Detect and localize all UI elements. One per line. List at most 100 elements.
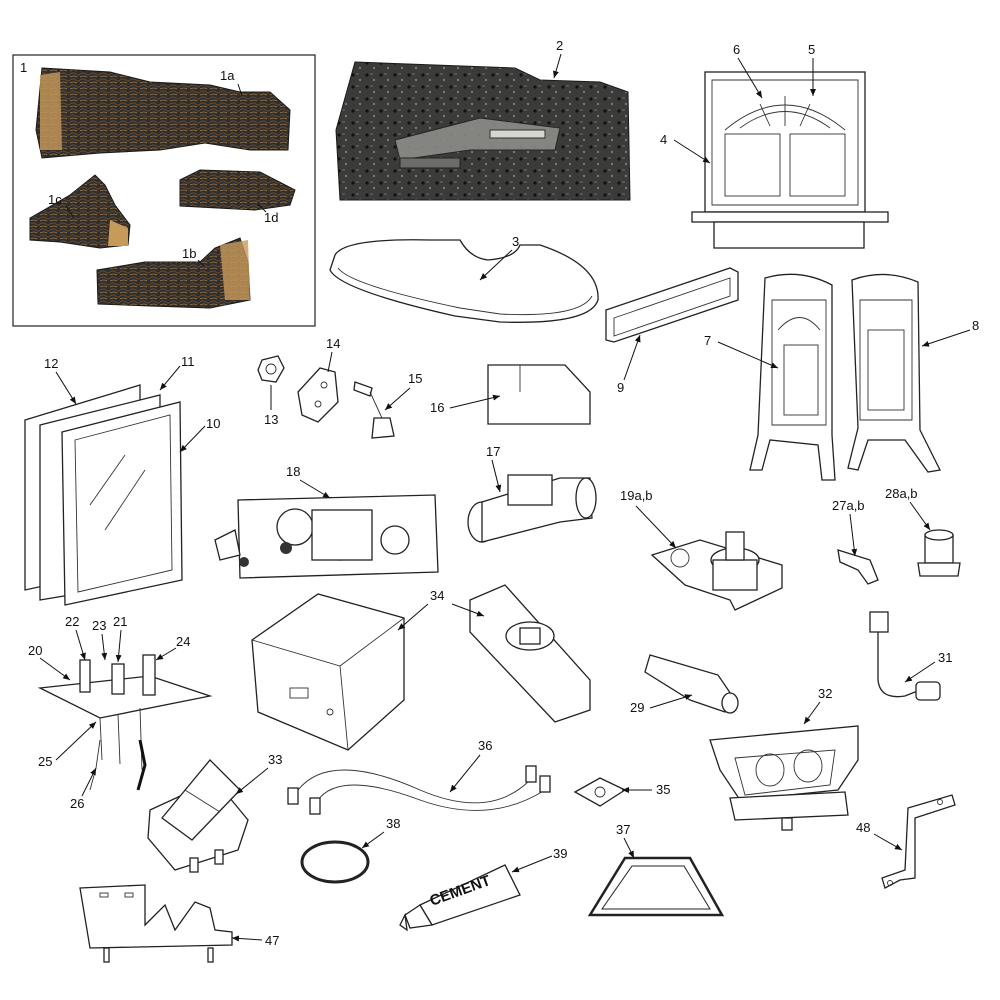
log-1a [35, 67, 291, 159]
leader-31 [904, 661, 936, 683]
leader-17 [491, 459, 502, 493]
pilot-assembly-19 [650, 531, 783, 611]
panel-9-inner [613, 277, 731, 337]
leader-22 [75, 629, 86, 661]
gas-fitting-31 [869, 611, 941, 701]
label-33: 33 [268, 752, 282, 767]
gasket-ring-38 [300, 840, 370, 884]
leader-11 [159, 365, 181, 391]
label-26: 26 [70, 796, 84, 811]
leader-24 [155, 647, 177, 661]
label-14: 14 [326, 336, 340, 351]
gasket-frame-37 [587, 856, 725, 917]
leader-48 [873, 833, 903, 851]
label-4: 4 [660, 132, 667, 147]
leader-10 [179, 425, 206, 453]
label-27: 27a,b [832, 498, 865, 513]
panel-9 [605, 267, 739, 343]
label-23: 23 [92, 618, 106, 633]
leader-1a [237, 83, 243, 97]
leader-28 [909, 501, 931, 531]
label-10: 10 [206, 416, 220, 431]
leader-32 [803, 701, 821, 725]
burner-base-32 [709, 725, 859, 831]
bracket-14-hole-a [320, 381, 328, 389]
label-47: 47 [265, 933, 279, 948]
label-48: 48 [856, 820, 870, 835]
label-21: 21 [113, 614, 127, 629]
igniter-15 [353, 381, 395, 439]
leader-39 [511, 855, 553, 873]
leader-19 [635, 505, 677, 549]
z-bracket-48 [881, 794, 956, 889]
leader-25 [55, 721, 97, 761]
flange-35 [573, 777, 627, 807]
label-28: 28a,b [885, 486, 918, 501]
hearth-plate [329, 239, 599, 323]
label-25: 25 [38, 754, 52, 769]
leader-23 [101, 633, 108, 661]
leader-18 [299, 479, 331, 499]
leader-21 [115, 629, 122, 663]
leader-16 [449, 394, 501, 409]
gas-valve-18 [214, 494, 439, 579]
log-1c-end [108, 220, 128, 246]
label-20: 20 [28, 643, 42, 658]
label-1d: 1d [264, 210, 278, 225]
leader-34a [397, 603, 429, 631]
side-panel-left [749, 273, 836, 481]
label-8: 8 [972, 318, 979, 333]
receiver-box-34 [251, 593, 405, 751]
sensor-29 [644, 654, 739, 714]
label-7: 7 [704, 333, 711, 348]
label-32: 32 [818, 686, 832, 701]
leader-29 [649, 694, 693, 709]
hearth-plate-edge [337, 267, 593, 316]
label-1: 1 [20, 60, 27, 75]
glass-door-assembly [24, 384, 183, 606]
leader-20 [39, 657, 71, 681]
gasket-frame-37-inner [601, 865, 711, 910]
side-panel-right [847, 273, 941, 473]
leader-47 [231, 935, 263, 942]
leader-14 [327, 351, 333, 373]
orifice-28 [917, 529, 961, 577]
nut-13 [257, 355, 285, 383]
log-1c [29, 174, 131, 249]
label-19: 19a,b [620, 488, 653, 503]
label-31: 31 [938, 650, 952, 665]
leader-4 [673, 139, 711, 164]
label-5: 5 [808, 42, 815, 57]
label-39: 39 [553, 846, 567, 861]
leader-12 [55, 371, 77, 405]
label-37: 37 [616, 822, 630, 837]
leader-27 [849, 513, 858, 557]
leader-38 [361, 831, 385, 849]
leader-6 [737, 57, 763, 99]
leader-8 [921, 329, 971, 347]
front-frame [691, 71, 889, 249]
burner-tube-17 [467, 474, 597, 543]
log-1b-end [220, 240, 250, 300]
label-36: 36 [478, 738, 492, 753]
leader-33 [235, 767, 269, 795]
leader-1b [197, 259, 205, 267]
label-1c: 1c [48, 192, 62, 207]
label-29: 29 [630, 700, 644, 715]
label-1a: 1a [220, 68, 235, 83]
cement-tube-39: CEMENT [399, 864, 521, 932]
leader-26 [81, 767, 97, 797]
leader-7 [717, 341, 779, 369]
leader-9 [623, 334, 641, 381]
log-set-group [12, 54, 316, 327]
label-2: 2 [556, 38, 563, 53]
rocker-switch-33 [147, 759, 249, 873]
label-13: 13 [264, 412, 278, 427]
flange-35-hole [594, 786, 606, 798]
label-6: 6 [733, 42, 740, 57]
pilot-bracket [37, 654, 213, 791]
label-11: 11 [181, 354, 195, 369]
ember-bed [335, 61, 631, 201]
